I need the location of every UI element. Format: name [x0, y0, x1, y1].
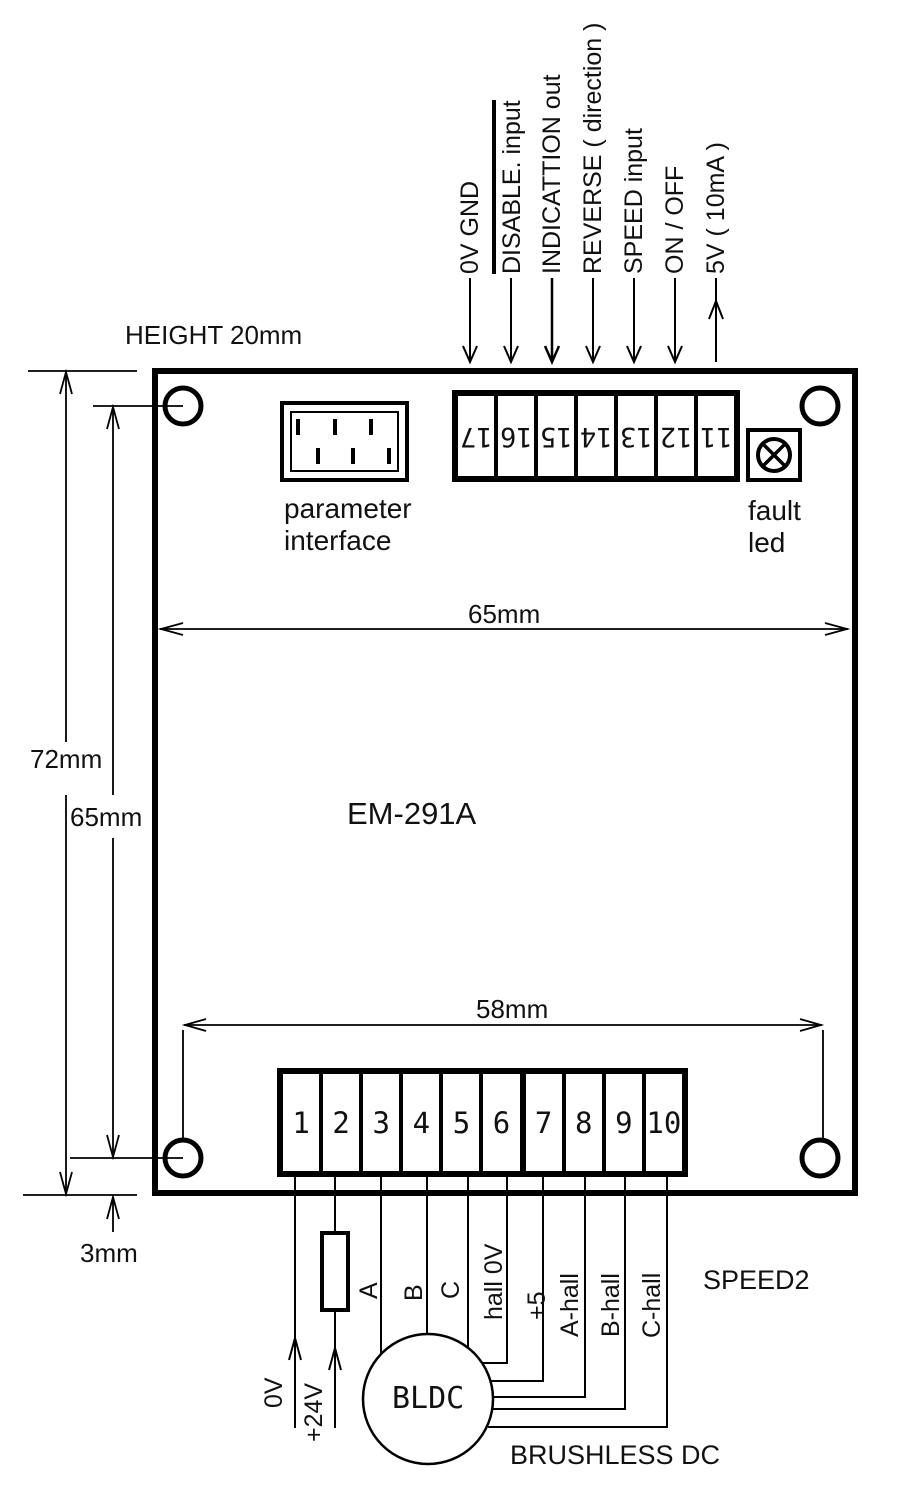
pin-label-0v-gnd: 0V GND [456, 180, 484, 274]
fault-led-label-line2: led [748, 527, 786, 558]
dim-3mm: 3mm [80, 1238, 138, 1268]
terminal-17: 17 [456, 394, 496, 478]
wire-label-plus5: +5 [523, 1291, 551, 1320]
wire-label-0v: 0V [260, 1377, 288, 1408]
wire-label-c: C [437, 1280, 465, 1299]
terminal-11: 11 [696, 394, 736, 478]
pin-label-speed-input: SPEED input [620, 128, 648, 274]
motor-label: BLDC [392, 1381, 465, 1416]
wire-label-a: A [355, 1282, 383, 1299]
wire-label-a-hall: A-hall [556, 1273, 584, 1337]
terminal-3: 3 [361, 1072, 402, 1173]
speed2-note: SPEED2 [703, 1265, 810, 1295]
pin-label-reverse: REVERSE ( direction ) [579, 22, 607, 274]
board-model: EM-291A [347, 796, 477, 831]
terminal-10: 10 [643, 1072, 684, 1173]
wire-label-24v: +24V [300, 1382, 328, 1442]
wire-a-hall [493, 1177, 586, 1398]
mounting-hole [162, 385, 204, 427]
dim-72mm: 72mm [30, 744, 103, 774]
terminal-4: 4 [401, 1072, 442, 1173]
fault-led-icon [746, 428, 802, 482]
bottom-wiring [288, 1177, 668, 1466]
terminal-1: 1 [281, 1072, 322, 1173]
wire-plus5 [491, 1177, 544, 1382]
dim-58mm: 58mm [476, 994, 549, 1024]
mounting-hole [799, 385, 841, 427]
dimension-width-65mm [157, 622, 851, 636]
wire-b-hall [492, 1177, 626, 1410]
mounting-hole [799, 1137, 841, 1179]
terminal-16: 16 [496, 394, 536, 478]
top-terminal-block: 17 16 15 14 13 12 11 [452, 390, 740, 482]
pin-label-on-off: ON / OFF [661, 165, 689, 274]
wire-hall-0v [483, 1177, 508, 1364]
dimension-hole-58mm [181, 1018, 825, 1140]
mounting-hole [162, 1137, 204, 1179]
terminal-14: 14 [576, 394, 616, 478]
terminal-2: 2 [321, 1072, 362, 1173]
parameter-interface-label-line1: parameter [284, 493, 412, 524]
controller-board-outline [152, 368, 858, 1196]
terminal-13: 13 [616, 394, 656, 478]
dimension-lines-left [23, 368, 183, 1232]
pin-label-disable-input: DISABLE. input [492, 100, 526, 274]
connector-pins [296, 419, 391, 464]
terminal-15: 15 [536, 394, 576, 478]
bottom-terminal-block: 1 2 3 4 5 6 7 8 9 10 [277, 1068, 688, 1177]
wire-label-b-hall: B-hall [597, 1273, 625, 1337]
terminal-12: 12 [656, 394, 696, 478]
dim-65mm-vertical: 65mm [70, 802, 143, 832]
parameter-interface-label-line2: interface [284, 525, 392, 556]
dim-65mm-width: 65mm [468, 599, 541, 629]
fault-led-label-line1: fault [748, 495, 801, 526]
mounting-holes [162, 385, 841, 1179]
wire-0v [288, 1177, 302, 1428]
height-note: HEIGHT 20mm [125, 320, 303, 350]
terminal-6: 6 [481, 1072, 522, 1173]
terminal-5: 5 [441, 1072, 482, 1173]
terminal-8: 8 [563, 1072, 604, 1173]
wire-label-b: B [400, 1284, 428, 1301]
terminal-7: 7 [521, 1072, 564, 1173]
top-pin-arrows [462, 278, 724, 366]
pin-label-indication-out: INDICATTION out [538, 74, 566, 274]
fuse-icon [320, 1231, 350, 1312]
terminal-9: 9 [603, 1072, 644, 1173]
parameter-interface-connector [280, 401, 409, 482]
pin-label-5v: 5V ( 10mA ) [702, 142, 730, 274]
wire-label-hall-0v: hall 0V [480, 1243, 508, 1320]
wire-c-hall [488, 1177, 668, 1428]
wire-label-c-hall: C-hall [638, 1272, 666, 1338]
motor-caption: BRUSHLESS DC [510, 1440, 721, 1470]
bldc-motor-circle [361, 1332, 495, 1466]
